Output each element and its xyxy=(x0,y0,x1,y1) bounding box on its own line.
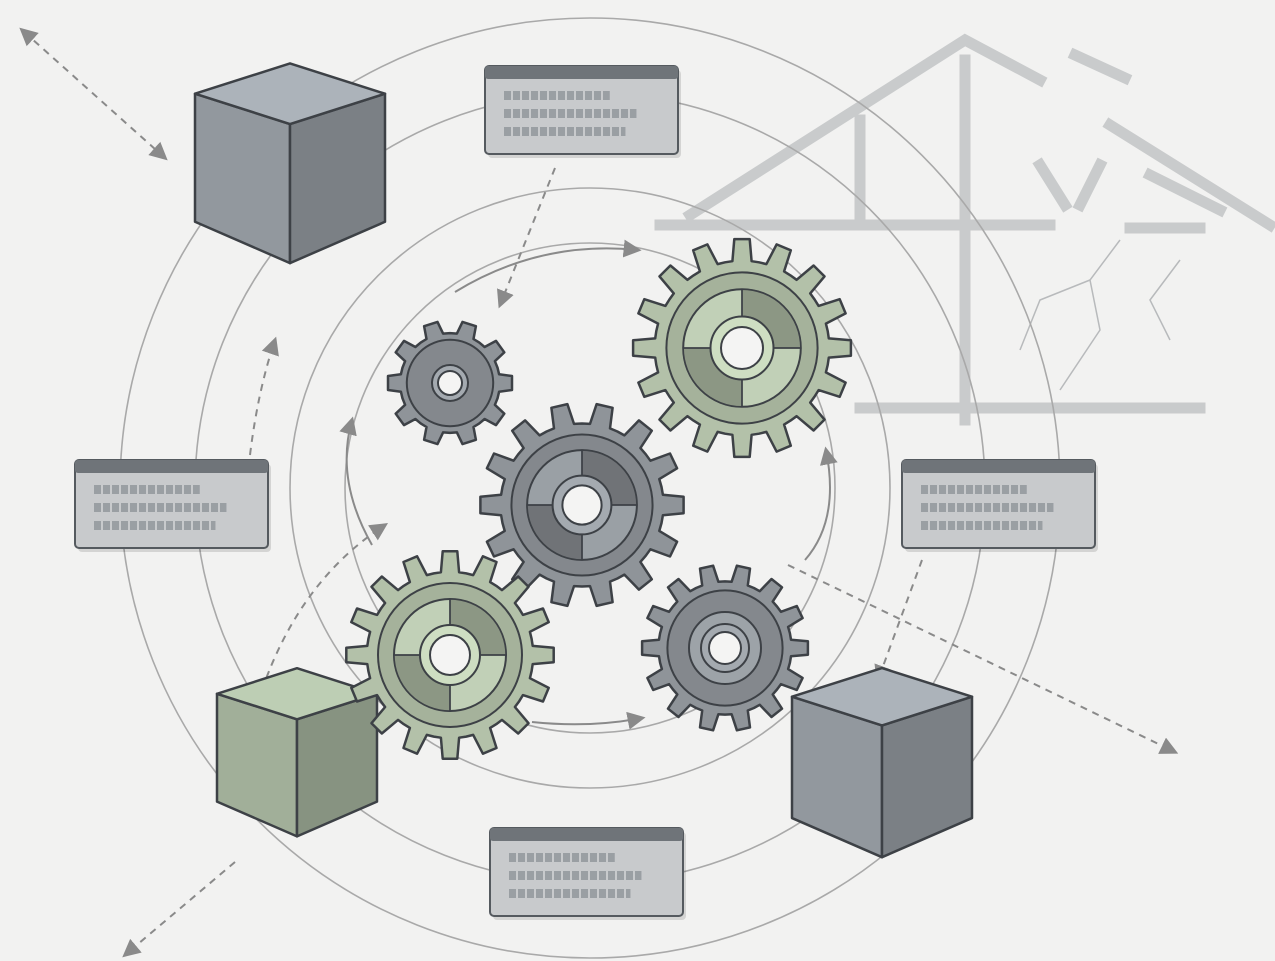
gear-hub-hole xyxy=(429,634,471,676)
panel-text-line xyxy=(920,521,1043,530)
arrow-panel-left-to-cube xyxy=(249,336,279,456)
panel-header xyxy=(490,828,683,841)
gear-cluster xyxy=(345,237,853,760)
arrow-bottom-left-out xyxy=(122,861,236,958)
arrow-rotate-bottom xyxy=(531,711,646,730)
arrow-rotate-top xyxy=(454,239,642,293)
arrow-cube-bottom-left-up xyxy=(261,523,389,691)
panel-text-line xyxy=(93,503,227,512)
arrow-rotate-left xyxy=(339,416,373,546)
panel-text-line xyxy=(93,521,216,530)
ring-4 xyxy=(344,242,836,734)
arrow-outer-top-left xyxy=(19,27,168,161)
panel-left xyxy=(74,459,271,552)
gear-hub-hole xyxy=(561,484,603,526)
ring-3 xyxy=(289,187,891,789)
gear-hub-hole xyxy=(437,370,463,396)
gear-medium-bottom-right xyxy=(640,564,810,732)
panel-right xyxy=(901,459,1098,552)
flow-arrows xyxy=(19,27,1179,958)
data-panels xyxy=(74,65,1098,920)
rotation-arrows xyxy=(339,239,838,730)
isometric-cubes xyxy=(193,62,974,859)
arrow-panel-right-down xyxy=(874,559,923,684)
arrow-panel-top-to-center xyxy=(497,167,556,309)
gear-small-top-left xyxy=(386,320,514,446)
panel-top xyxy=(484,65,681,158)
cube-bottom-left xyxy=(215,666,379,838)
arrow-center-out-right xyxy=(787,564,1179,754)
gear-large-top-right xyxy=(631,237,853,459)
arrow-rotate-right xyxy=(804,446,838,561)
panel-header xyxy=(902,460,1095,473)
panel-header xyxy=(75,460,268,473)
panel-text-line xyxy=(503,127,626,136)
cube-bottom-right xyxy=(790,666,974,859)
panel-header xyxy=(485,66,678,79)
broken-house-frame-sketch xyxy=(654,33,1275,586)
panel-text-line xyxy=(503,109,637,118)
panel-text-line xyxy=(508,871,642,880)
gear-hub-hole xyxy=(720,326,764,370)
gear-hub-hole xyxy=(708,631,742,665)
house-crack-lines xyxy=(1019,239,1181,391)
panel-text-line xyxy=(508,889,631,898)
gear-center xyxy=(479,402,685,608)
panel-bottom xyxy=(489,827,686,920)
panel-text-line xyxy=(920,503,1054,512)
gear-large-bottom-left xyxy=(345,550,555,760)
cube-top-left xyxy=(193,62,387,265)
